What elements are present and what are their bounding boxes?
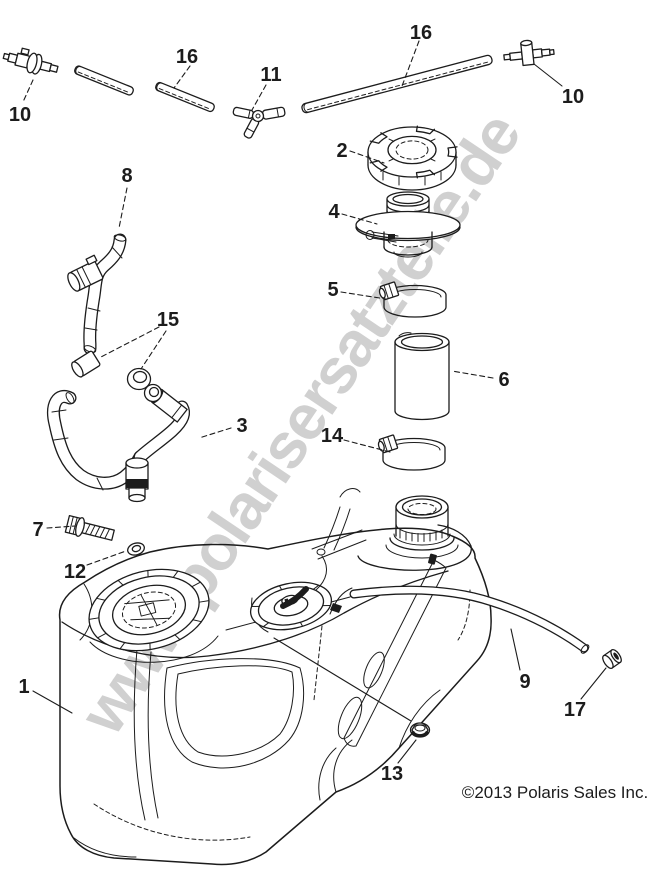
bolt-7 <box>64 514 115 541</box>
part-label-17: 17 <box>564 699 586 721</box>
part-label-14: 14 <box>321 425 344 447</box>
filler-sleeve <box>394 332 450 421</box>
vent-cap-15a <box>71 350 101 378</box>
part-label-16-left: 16 <box>176 46 198 68</box>
fitting-11-tee <box>232 106 286 139</box>
fuel-pump-ring <box>80 557 217 662</box>
filler-flange <box>355 191 461 258</box>
tank-filler-neck <box>357 495 472 571</box>
part-label-3: 3 <box>236 415 247 437</box>
hose-clamp-5 <box>378 281 447 318</box>
hose-16-segment-a <box>74 65 134 96</box>
part-label-6: 6 <box>498 369 509 391</box>
part-label-15: 15 <box>157 309 179 331</box>
part-labels: 1 2 3 4 5 6 7 8 9 10 10 11 12 13 14 15 1… <box>9 22 586 785</box>
tank-vent-bracket <box>280 488 367 609</box>
part-label-13: 13 <box>381 763 403 785</box>
part-label-10-right: 10 <box>562 86 584 108</box>
copyright-text: ©2013 Polaris Sales Inc. <box>462 783 648 802</box>
leader-line-13-long <box>273 637 412 722</box>
part-label-7: 7 <box>32 519 43 541</box>
part-label-1: 1 <box>18 676 29 698</box>
part-label-16-right: 16 <box>410 22 432 44</box>
fuel-sender-plate <box>246 575 336 636</box>
fitting-10-right <box>503 39 555 67</box>
vent-hose-9 <box>349 585 590 654</box>
part-label-4: 4 <box>328 201 340 223</box>
part-label-9: 9 <box>519 671 530 693</box>
bushing-17 <box>602 649 622 669</box>
fuel-cap <box>367 126 457 190</box>
part-label-12: 12 <box>64 561 86 583</box>
part-label-5: 5 <box>327 279 338 301</box>
fuel-hose-assembly-3 <box>47 383 190 503</box>
hose-16-segment-b <box>155 81 215 113</box>
leader-lines <box>22 40 607 764</box>
nut-13 <box>409 722 431 738</box>
part-label-8: 8 <box>121 165 132 187</box>
vent-hose-8 <box>67 233 127 355</box>
part-label-10-left: 10 <box>9 104 31 126</box>
part-label-2: 2 <box>336 140 347 162</box>
fitting-10-left <box>2 47 59 75</box>
part-label-11: 11 <box>260 64 281 86</box>
hose-16-segment-c <box>301 54 493 114</box>
hose-clamp-14 <box>377 434 446 471</box>
hose-elbow-fitting <box>125 457 149 503</box>
washer-12 <box>127 542 145 556</box>
grommet-ring-15b <box>126 367 152 391</box>
